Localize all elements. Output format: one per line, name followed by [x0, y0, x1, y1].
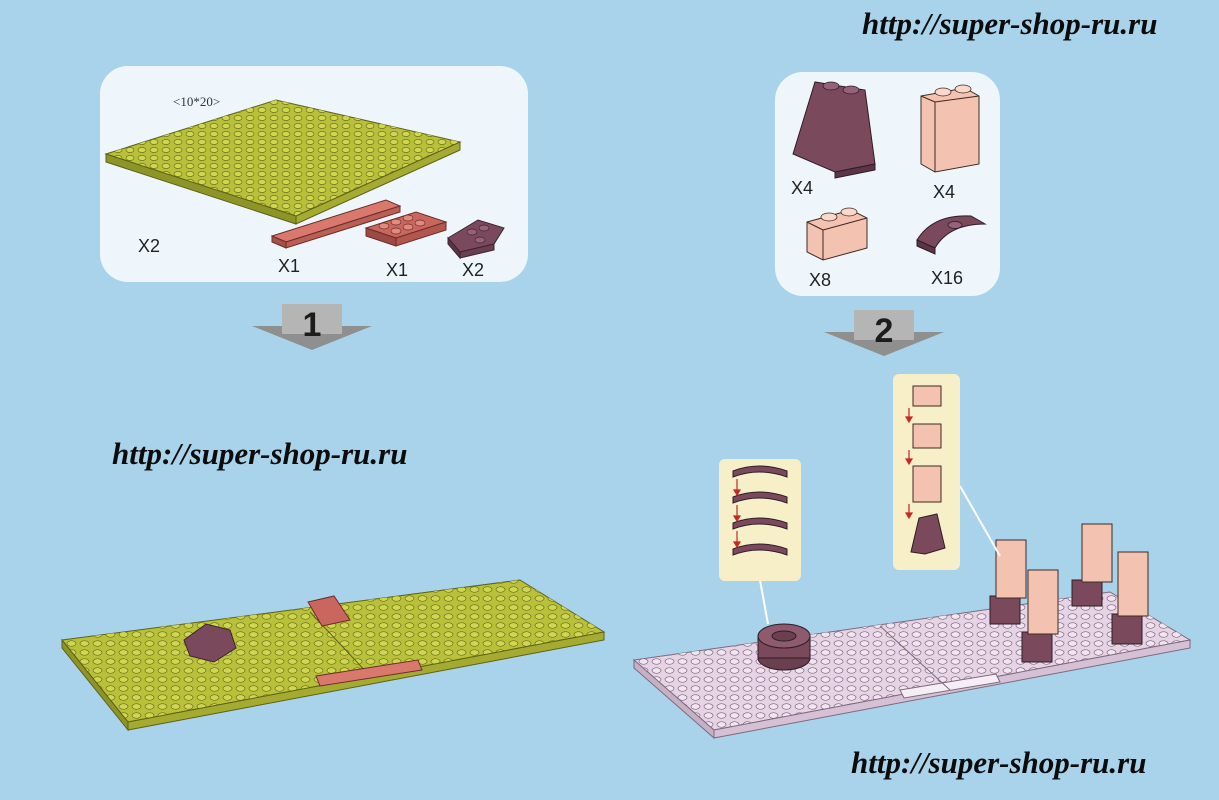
purple-wedge-qty: X2: [462, 260, 485, 280]
step2-parts-panel: X4 X4 X8 X16: [775, 72, 1000, 296]
green-baseplate-icon: [104, 99, 462, 225]
red-plate-on-baseplate: [307, 595, 351, 627]
step1-arrow-icon: [252, 304, 372, 350]
red-plate-icon: [364, 211, 448, 247]
callout-pillar-stack: [893, 374, 960, 570]
step2-number: 2: [874, 312, 894, 350]
callout-pointer-pillar: [959, 485, 1001, 557]
pillar-2: [1021, 569, 1059, 663]
round-tower-stack: [757, 623, 811, 671]
red-tile-qty: X1: [278, 256, 301, 276]
callout-round-stack: [719, 459, 801, 581]
step1-number: 1: [302, 306, 322, 344]
purple-wedge-on-baseplate: [183, 623, 237, 663]
purple-quarter-round-icon: [916, 215, 987, 255]
pillar-3: [1071, 523, 1113, 607]
step2-parts-illustration: [792, 81, 987, 261]
peach-brick-icon: [806, 207, 868, 261]
baseplate-dimension-label: <10*20>: [173, 94, 221, 109]
callout-pointer-round: [759, 579, 769, 625]
red-plate-qty: X1: [386, 260, 409, 280]
step2-arrow: 2: [824, 308, 944, 358]
green-baseplate-assembly: [61, 579, 606, 732]
purple-wedge-plate-icon: [447, 219, 505, 260]
step1-parts-panel: <10*20> X2 X1 X1 X2: [100, 66, 528, 282]
pillar-4: [1111, 551, 1149, 645]
red-tile-icon: [270, 199, 402, 249]
step1-parts-illustration: [104, 99, 505, 260]
pillar-stacks: [989, 523, 1149, 663]
peach-brick-qty: X8: [809, 270, 832, 290]
round-stack-callout-illustration: [732, 465, 788, 556]
peach-tall-brick-qty: X4: [933, 182, 956, 202]
purple-quarter-round-qty: X16: [931, 268, 964, 288]
green-baseplate-qty: X2: [138, 236, 161, 256]
purple-slope-qty: X4: [791, 178, 814, 198]
peach-tall-brick-icon: [920, 84, 980, 173]
step1-arrow: 1: [252, 302, 372, 352]
purple-slope-brick-icon: [792, 81, 876, 179]
pillar-1: [989, 539, 1027, 625]
watermark-url-bottom: http://super-shop-ru.ru: [851, 745, 1147, 780]
pillar-stack-callout-illustration: [904, 385, 946, 555]
lilac-baseplate-assembly: [632, 591, 1192, 740]
watermark-url-middle: http://super-shop-ru.ru: [112, 436, 408, 471]
step2-arrow-icon: [824, 310, 944, 356]
red-tile-on-baseplate: [315, 659, 423, 687]
watermark-url-top: http://super-shop-ru.ru: [862, 6, 1158, 41]
